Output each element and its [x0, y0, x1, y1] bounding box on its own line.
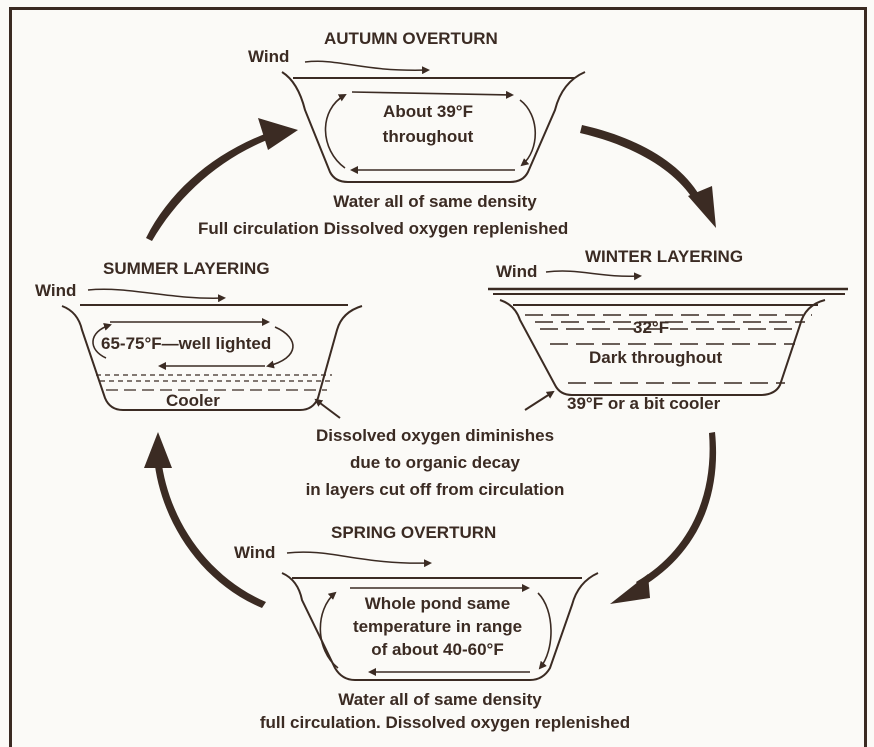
spring-circulation-arrows	[319, 584, 552, 676]
winter-wind-label: Wind	[496, 262, 538, 281]
spring-pond-basin	[281, 572, 599, 681]
cycle-arrow-spring-to-summer	[144, 432, 266, 608]
spring-density-note: Water all of same density	[338, 690, 542, 709]
center-note-line3: in layers cut off from circulation	[305, 480, 565, 499]
autumn-temp-line1: About 39°F	[383, 102, 473, 121]
winter-bottom-label: 39°F or a bit cooler	[567, 394, 721, 413]
cycle-arrow-summer-to-autumn	[146, 118, 298, 241]
winter-wind-arrow	[545, 270, 642, 281]
winter-title: WINTER LAYERING	[585, 247, 744, 266]
autumn-circulation-arrows	[324, 90, 537, 174]
autumn-title: AUTUMN OVERTURN	[324, 29, 498, 48]
summer-wind-label: Wind	[35, 281, 77, 300]
center-to-summer-arrow	[314, 398, 341, 419]
spring-wind-label: Wind	[234, 543, 276, 562]
autumn-pond-basin	[281, 71, 586, 183]
cycle-arrow-winter-to-spring	[610, 432, 717, 604]
spring-temp-line2: temperature in range	[352, 617, 523, 636]
spring-temp-line1: Whole pond same	[364, 594, 511, 613]
diagram-frame	[9, 7, 867, 747]
spring-temp-line3: of about 40-60°F	[371, 640, 504, 659]
summer-title: SUMMER LAYERING	[103, 259, 270, 278]
spring-circulation-note: full circulation. Dissolved oxygen reple…	[259, 713, 631, 732]
winter-middle-label: Dark throughout	[589, 348, 723, 367]
autumn-wind-label: Wind	[248, 47, 290, 66]
winter-top-temp: 32°F	[633, 318, 670, 337]
cycle-arrow-autumn-to-winter	[580, 125, 716, 228]
center-note-line2: due to organic decay	[349, 453, 521, 472]
center-to-winter-arrow	[524, 390, 555, 411]
summer-top-label: 65-75°F—well lighted	[101, 334, 272, 353]
summer-bottom-label: Cooler	[166, 391, 220, 410]
autumn-density-note: Water all of same density	[333, 192, 537, 211]
autumn-circulation-note: Full circulation Dissolved oxygen replen…	[198, 219, 569, 238]
spring-title: SPRING OVERTURN	[331, 523, 497, 542]
center-note-line1: Dissolved oxygen diminishes	[315, 426, 555, 445]
summer-wind-arrow	[87, 288, 226, 303]
spring-wind-arrow	[286, 551, 432, 568]
autumn-wind-arrow	[304, 60, 430, 75]
summer-pond-basin	[61, 304, 363, 411]
autumn-temp-line2: throughout	[382, 127, 474, 146]
summer-circulation-arrows	[92, 318, 294, 370]
winter-pond-basin	[488, 287, 848, 396]
